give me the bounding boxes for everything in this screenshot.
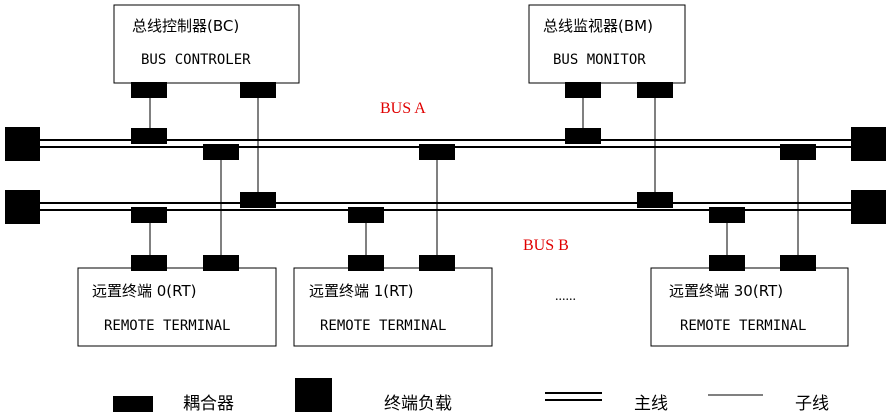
remote-terminal-1-title: 远置终端 1(RT): [309, 282, 414, 300]
coupler: [131, 207, 167, 223]
remote-terminal-0-subtitle: REMOTE TERMINAL: [104, 318, 230, 334]
coupler: [240, 82, 276, 98]
coupler: [419, 255, 455, 271]
coupler: [780, 144, 816, 160]
bus-controller-subtitle: BUS CONTROLER: [141, 52, 251, 68]
coupler: [348, 255, 384, 271]
legend-main-bus-label: 主线: [634, 394, 668, 414]
bus-a-right-terminator: [851, 127, 886, 161]
coupler: [131, 82, 167, 98]
coupler: [131, 255, 167, 271]
bus-a-left-terminator: [5, 127, 40, 161]
legend-stub-label: 子线: [795, 394, 829, 414]
remote-terminal-0-title: 远置终端 0(RT): [92, 282, 197, 300]
bus-controller-title: 总线控制器(BC): [132, 17, 239, 35]
coupler: [637, 192, 673, 208]
remote-terminal-1-subtitle: REMOTE TERMINAL: [320, 318, 446, 334]
bus-b-label: BUS B: [523, 237, 569, 254]
remote-terminal-1: 远置终端 1(RT) REMOTE TERMINAL: [293, 267, 493, 347]
coupler: [203, 144, 239, 160]
legend-terminator-swatch: [295, 378, 332, 412]
legend-terminator-label: 终端负载: [384, 394, 452, 414]
coupler: [419, 144, 455, 160]
coupler: [709, 207, 745, 223]
terminal-ellipsis: ......: [555, 289, 576, 304]
bus-controller: 总线控制器(BC) BUS CONTROLER: [113, 4, 300, 84]
remote-terminal-30-title: 远置终端 30(RT): [669, 282, 783, 300]
couplers: [131, 82, 816, 271]
stub-lines: [149, 98, 799, 256]
legend-main-bus-swatch: [545, 392, 602, 401]
coupler: [637, 82, 673, 98]
legend-coupler-swatch: [113, 396, 153, 412]
coupler: [131, 128, 167, 144]
bus-a-label: BUS A: [380, 100, 426, 117]
coupler: [709, 255, 745, 271]
coupler: [780, 255, 816, 271]
bus-monitor: 总线监视器(BM) BUS MONITOR: [528, 4, 686, 84]
remote-terminal-30: 远置终端 30(RT) REMOTE TERMINAL: [650, 267, 849, 347]
coupler: [348, 207, 384, 223]
bus-monitor-title: 总线监视器(BM): [543, 17, 653, 35]
coupler: [565, 128, 601, 144]
coupler: [565, 82, 601, 98]
remote-terminal-30-subtitle: REMOTE TERMINAL: [680, 318, 806, 334]
coupler: [240, 192, 276, 208]
legend: 耦合器 终端负载 主线 子线: [113, 378, 829, 414]
coupler: [203, 255, 239, 271]
bus-b-left-terminator: [5, 190, 40, 224]
remote-terminal-0: 远置终端 0(RT) REMOTE TERMINAL: [77, 267, 277, 347]
legend-coupler-label: 耦合器: [183, 394, 234, 414]
bus-b-right-terminator: [851, 190, 886, 224]
bus-monitor-subtitle: BUS MONITOR: [553, 52, 646, 68]
